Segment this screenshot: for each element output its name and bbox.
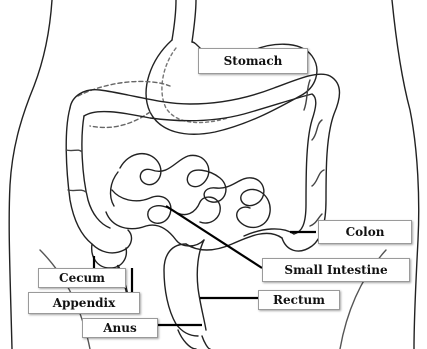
label-colon: Colon	[318, 220, 412, 244]
rectum-shape	[164, 244, 198, 336]
esophagus	[172, 0, 176, 40]
label-rectum: Rectum	[258, 290, 340, 310]
label-appendix: Appendix	[28, 292, 140, 314]
label-small-intestine: Small Intestine	[262, 258, 410, 282]
ascending-colon	[66, 108, 131, 253]
label-cecum: Cecum	[38, 268, 126, 288]
torso-outline-right	[392, 0, 419, 349]
label-stomach: Stomach	[198, 48, 308, 74]
label-anus: Anus	[82, 318, 158, 338]
colon-shape	[70, 74, 340, 251]
small-intestine-shape	[120, 154, 270, 228]
